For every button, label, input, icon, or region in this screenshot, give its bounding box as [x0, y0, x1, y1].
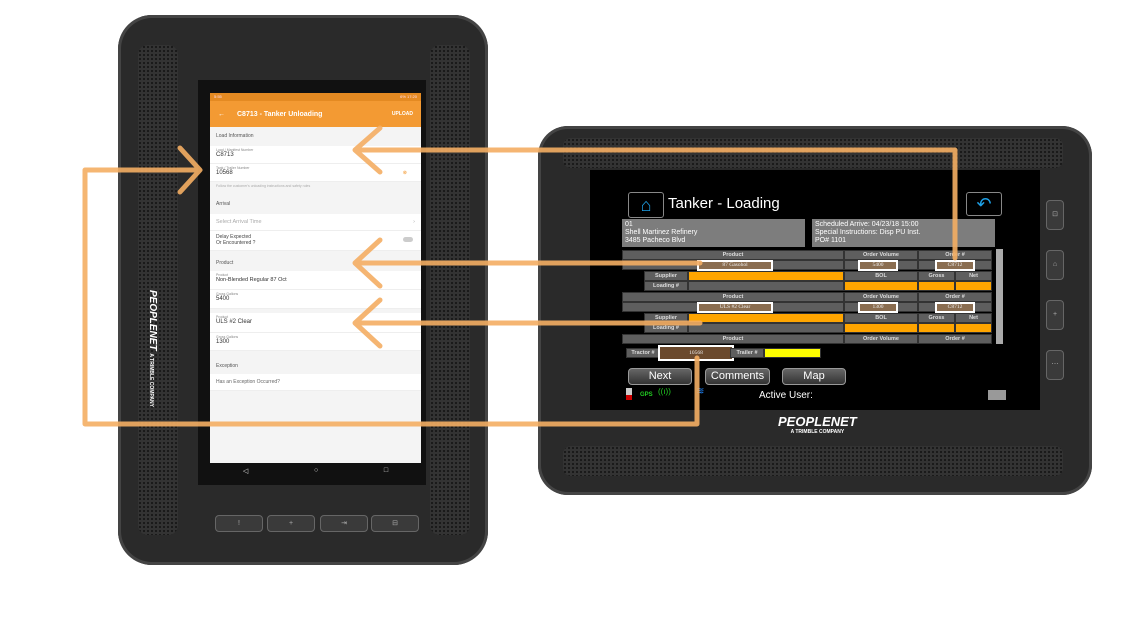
col-header: Product [622, 250, 844, 260]
order-number[interactable]: C8712 [935, 260, 975, 271]
nav-bar: ◁ ○ □ [210, 463, 421, 478]
bol-label: BOL [844, 271, 918, 281]
section-load: Load Information [216, 133, 254, 139]
gps-icon: GPS [640, 392, 653, 398]
section-arrival: Arrival [216, 201, 231, 207]
loading-label: Loading # [644, 323, 688, 333]
upload-button[interactable]: UPLOAD [391, 111, 413, 117]
col-header: Order # [918, 334, 992, 344]
side-button[interactable]: + [1046, 300, 1064, 330]
back-arrow-icon[interactable]: ← [218, 110, 225, 118]
wifi-icon: ≋ [696, 386, 705, 397]
speaker-grill [563, 138, 1063, 168]
loading-input[interactable] [688, 281, 844, 291]
loading-label: Loading # [644, 281, 688, 291]
app-header: ← C8713 - Tanker Unloading UPLOAD [210, 101, 421, 127]
gross-input[interactable] [918, 323, 955, 333]
section-exception: Exception [216, 363, 238, 369]
brand-logo: PEOPLENET A TRIMBLE COMPANY [147, 290, 158, 407]
supplier-select[interactable] [688, 271, 844, 281]
section-product: Product [216, 260, 234, 266]
col-header: Product [622, 334, 844, 344]
delay-toggle[interactable] [403, 237, 413, 242]
net-label: Net [955, 313, 992, 323]
comments-button[interactable]: Comments [705, 368, 770, 385]
bol-input[interactable] [844, 323, 918, 333]
speaker-grill [563, 446, 1063, 476]
col-header: Order Volume [844, 292, 918, 302]
keyboard-icon[interactable] [988, 390, 1006, 400]
supplier-select[interactable] [688, 313, 844, 323]
order-number[interactable]: C8712 [935, 302, 975, 313]
back-icon[interactable]: ↶ [966, 192, 1002, 216]
trailer-label: Trailer # [730, 348, 764, 358]
battery-icon [626, 388, 632, 400]
product-value[interactable]: 87 Gasohol [697, 260, 773, 271]
col-header: Order # [918, 292, 992, 302]
net-input[interactable] [955, 323, 992, 333]
col-header: Product [622, 292, 844, 302]
hint-text: Follow the customer's unloading instruct… [216, 184, 311, 188]
signal-icon: ((ı)) [658, 387, 671, 396]
page-title: Tanker - Loading [668, 195, 780, 212]
net-input[interactable] [955, 281, 992, 291]
bol-input[interactable] [844, 281, 918, 291]
tractor-number[interactable]: 10568 [658, 345, 734, 361]
delay-toggle-row[interactable]: Delay Expected Or Encountered ? [210, 231, 421, 251]
product-value[interactable]: ULS #2 Clear [697, 302, 773, 313]
volume-value[interactable]: 5400 [858, 260, 898, 271]
hw-button[interactable]: ! [215, 515, 263, 532]
net-label: Net [955, 271, 992, 281]
volume-value[interactable]: 1300 [858, 302, 898, 313]
speaker-grill [138, 45, 178, 535]
info-icon: ⊗ [402, 170, 407, 176]
home-icon[interactable]: ⌂ [628, 192, 664, 218]
exception-question[interactable]: Has an Exception Occurred? [210, 374, 421, 391]
col-header: Order # [918, 250, 992, 260]
page-title: C8713 - Tanker Unloading [237, 110, 323, 118]
gross-label: Gross [918, 271, 955, 281]
hw-button[interactable]: ⇥ [320, 515, 368, 532]
hw-button[interactable]: ⊟ [371, 515, 419, 532]
side-button[interactable]: ⋯ [1046, 350, 1064, 380]
arrival-time-select[interactable]: Select Arrival Time› [210, 214, 421, 231]
col-header: Order Volume [844, 250, 918, 260]
trailer-input[interactable] [764, 348, 821, 358]
back-nav-icon[interactable]: ◁ [242, 467, 249, 475]
speaker-grill [430, 45, 470, 535]
gross-label: Gross [918, 313, 955, 323]
col-header: Order Volume [844, 334, 918, 344]
hw-button[interactable]: + [267, 515, 315, 532]
scrollbar[interactable] [996, 249, 1003, 344]
next-button[interactable]: Next [628, 368, 692, 385]
map-button[interactable]: Map [782, 368, 846, 385]
side-button[interactable]: ⊡ [1046, 200, 1064, 230]
bol-label: BOL [844, 313, 918, 323]
tractor-label: Tractor # [626, 348, 660, 358]
side-button[interactable]: ⌂ [1046, 250, 1064, 280]
recents-nav-icon[interactable]: □ [383, 467, 389, 474]
active-user-label: Active User: [759, 390, 813, 401]
gross-input[interactable] [918, 281, 955, 291]
home-nav-icon[interactable]: ○ [313, 467, 319, 474]
loading-input[interactable] [688, 323, 844, 333]
supplier-label: Supplier [644, 271, 688, 281]
supplier-label: Supplier [644, 313, 688, 323]
